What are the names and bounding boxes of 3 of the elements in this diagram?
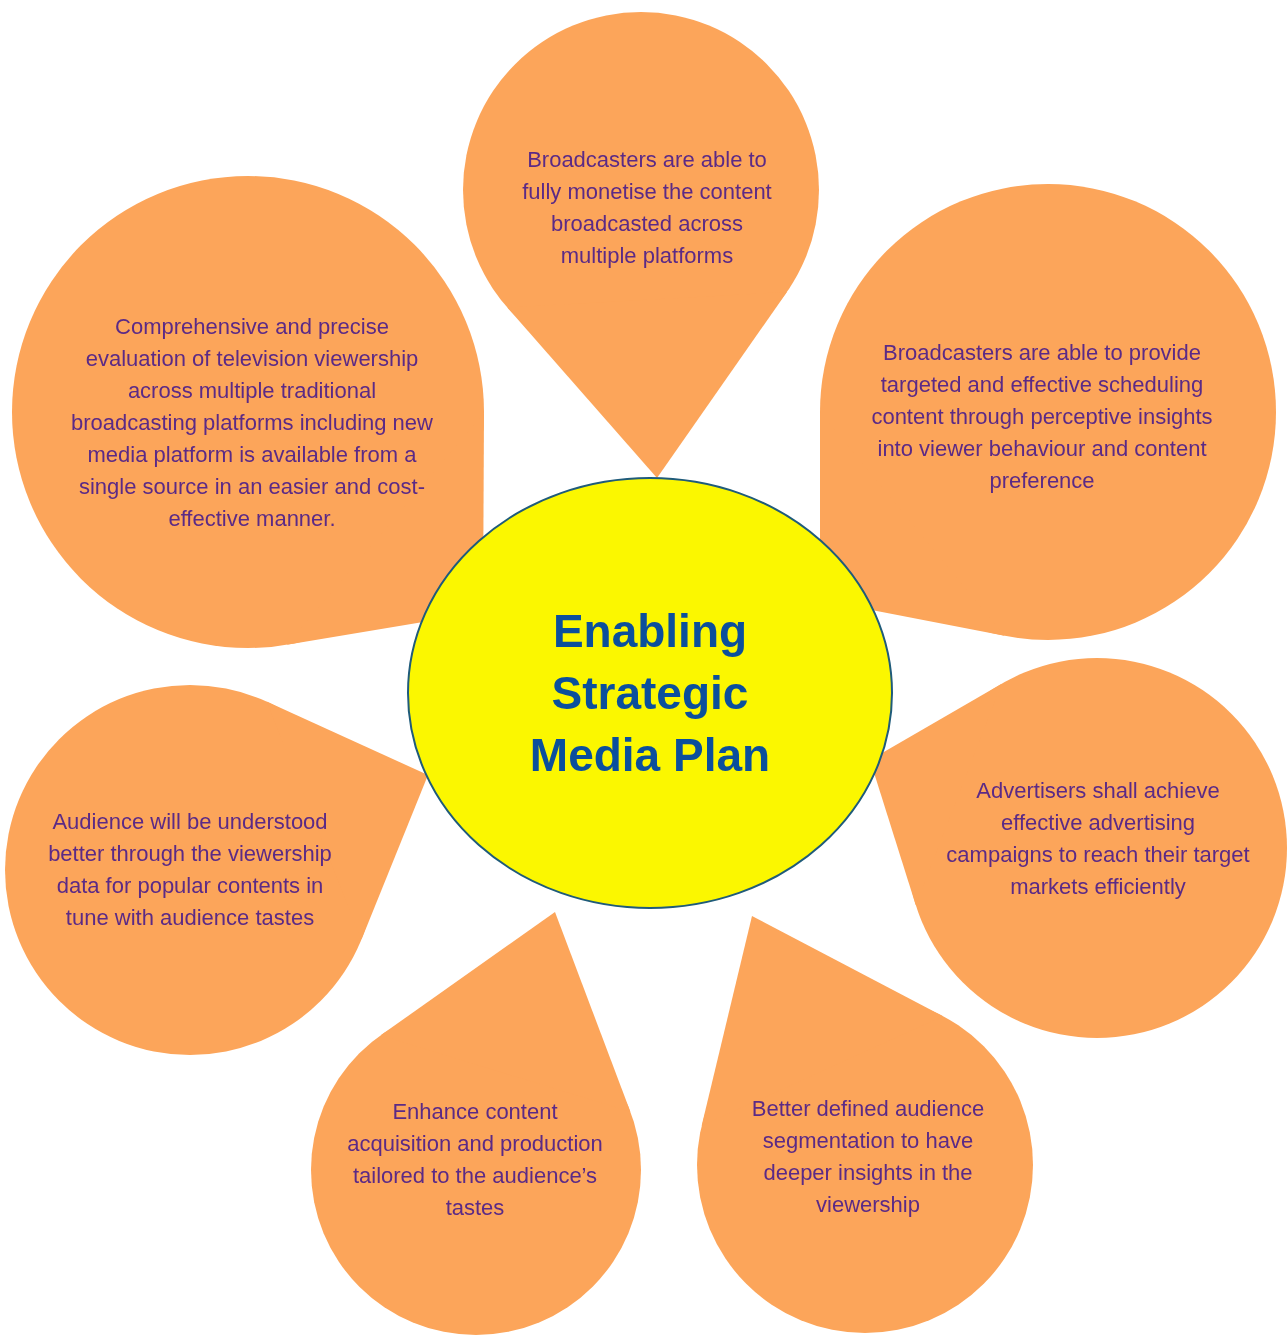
petal-text: Comprehensive and precise evaluation of television viewership across multiple traditional broadcasting platforms including new media platform is available from a single source in an easier and cost-effective manner. [70,313,434,533]
center-title: Enabling Strategic Media Plan [528,604,772,783]
petal-text: Broadcasters are able to provide targeted and effective scheduling content through perceptive insights into viewer behaviour and content preference [870,339,1214,495]
